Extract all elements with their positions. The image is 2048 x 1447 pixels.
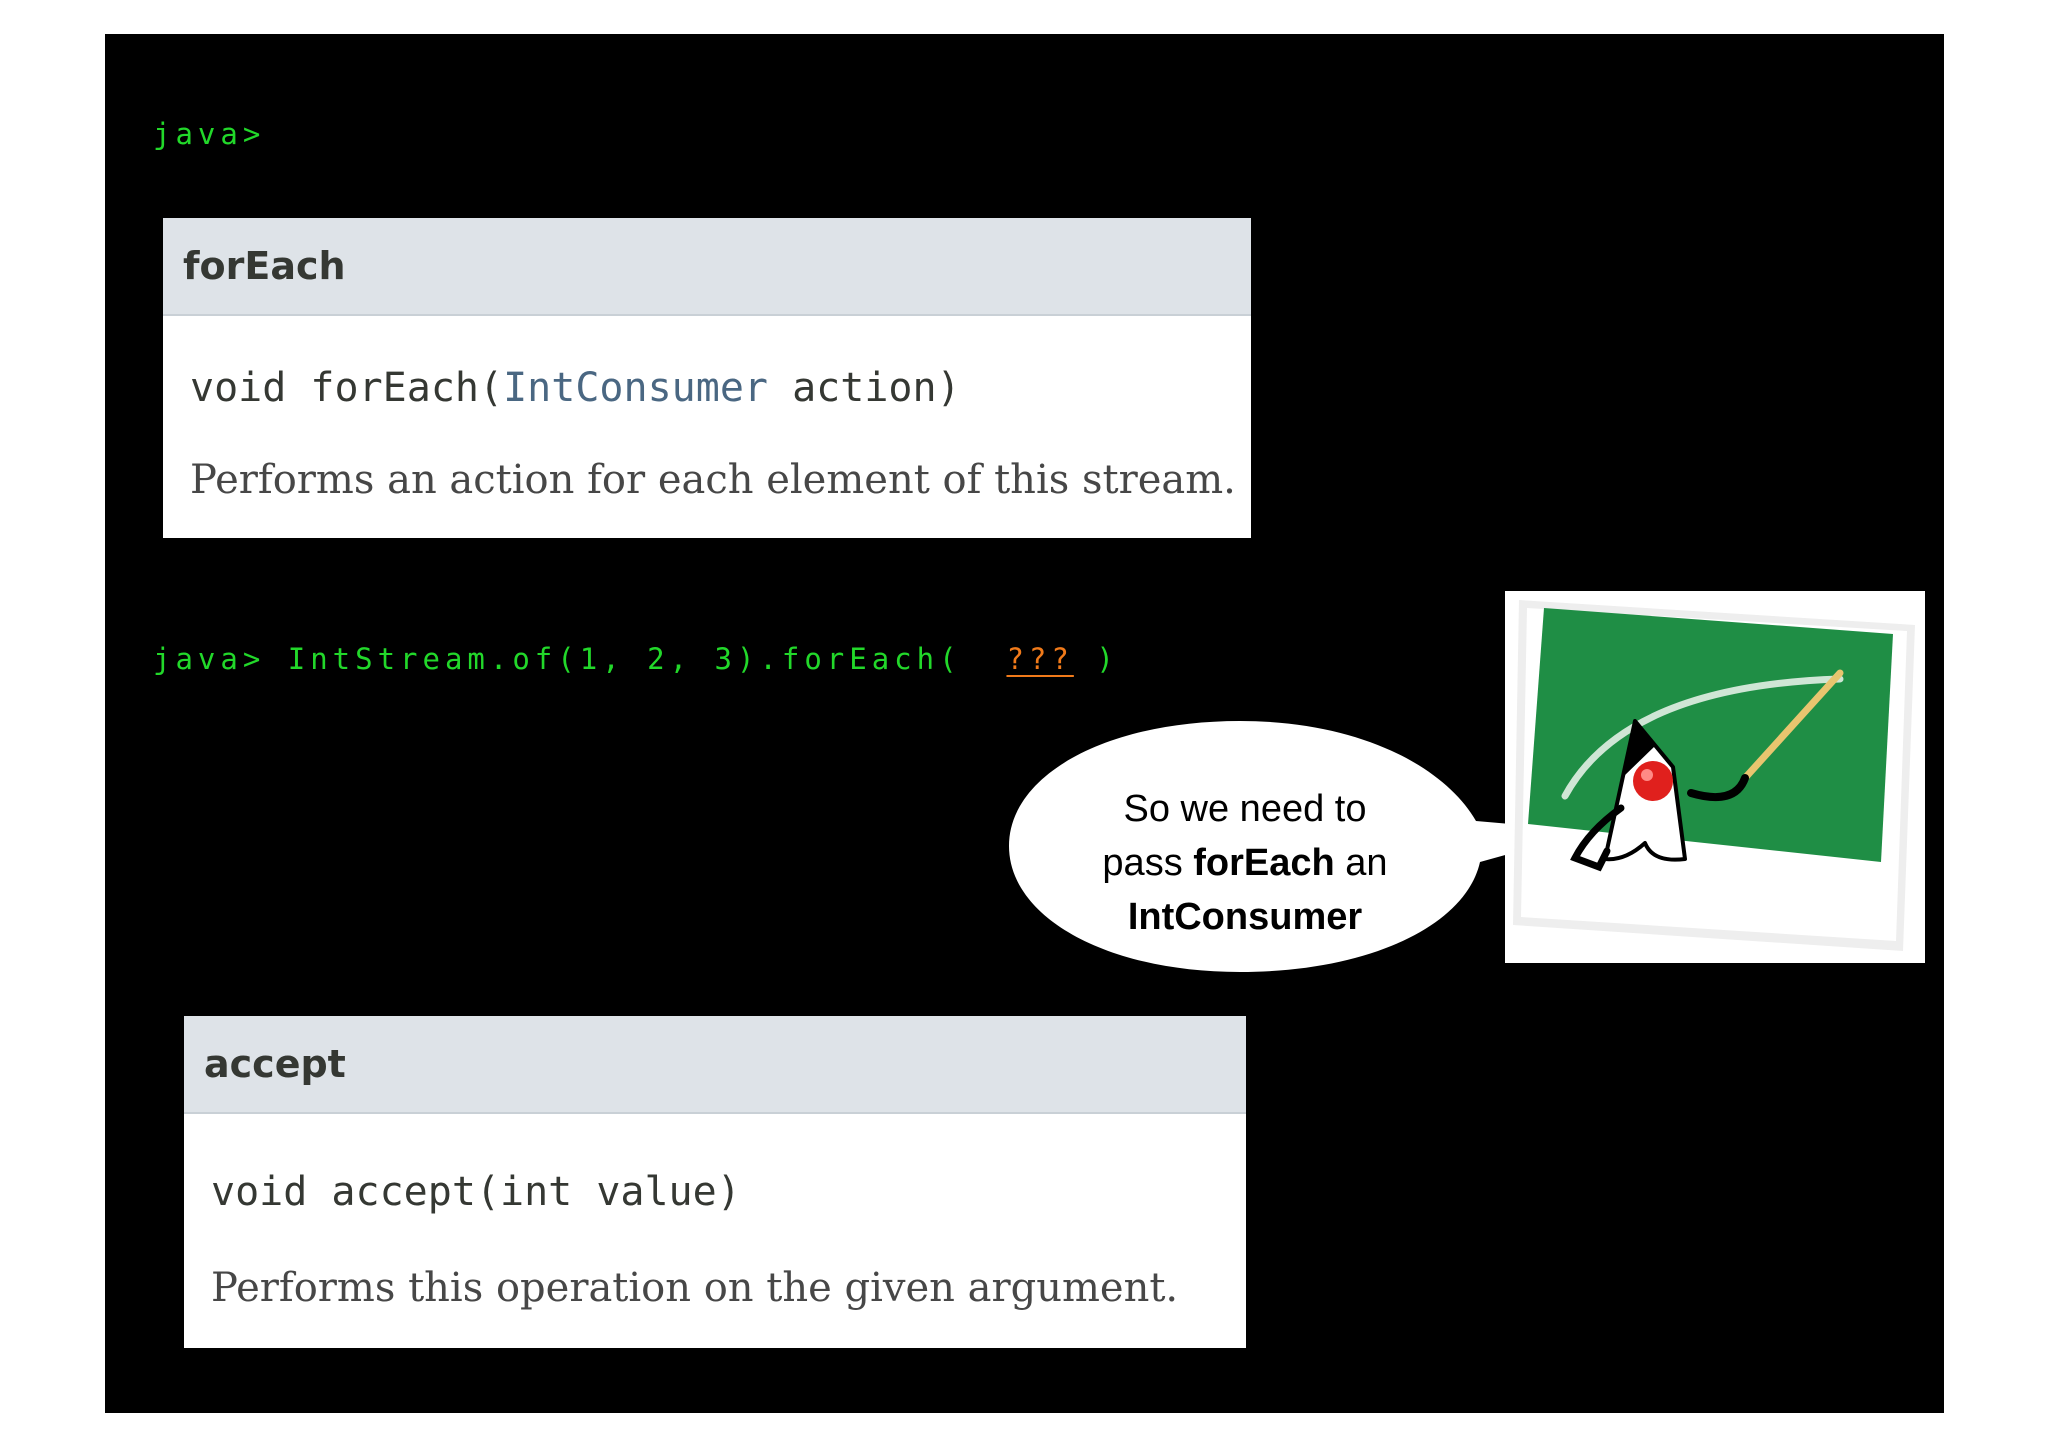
bubble-line-1: So we need to xyxy=(1123,788,1367,830)
accept-doc-body: void accept(int value) Performs this ope… xyxy=(184,1172,1246,1308)
duke-illustration xyxy=(1505,591,1925,963)
command-closing: ) xyxy=(1073,642,1119,676)
foreach-doc-body: void forEach(IntConsumer action) Perform… xyxy=(163,368,1251,500)
foreach-method-signature: void forEach(IntConsumer action) xyxy=(190,368,1251,408)
accept-description: Performs this operation on the given arg… xyxy=(211,1265,1179,1311)
speech-bubble-text: So we need to pass forEach an IntConsume… xyxy=(1080,782,1410,944)
duke-teaching-mascot-icon xyxy=(1513,600,1915,951)
foreach-doc-card: forEach void forEach(IntConsumer action)… xyxy=(163,218,1251,538)
foreach-doc-title: forEach xyxy=(163,218,1251,316)
slide: java> forEach void forEach(IntConsumer a… xyxy=(105,34,1944,1413)
terminal-prompt: java> xyxy=(153,117,266,151)
accept-doc-title: accept xyxy=(184,1016,1246,1114)
accept-doc-card: accept void accept(int value) Performs t… xyxy=(184,1016,1246,1348)
signature-suffix: action) xyxy=(767,365,961,411)
argument-placeholder: ??? xyxy=(1006,642,1074,676)
foreach-description: Performs an action for each element of t… xyxy=(190,457,1236,503)
terminal-command-line: java> IntStream.of(1, 2, 3).forEach( ???… xyxy=(153,645,1119,674)
bubble-line-3: IntConsumer xyxy=(1080,890,1410,944)
foreach-emphasis: forEach xyxy=(1193,842,1335,884)
bubble-line-2: pass forEach an xyxy=(1102,842,1388,884)
accept-method-signature: void accept(int value) xyxy=(211,1169,741,1215)
intconsumer-type-link[interactable]: IntConsumer xyxy=(503,365,768,411)
speech-bubble-shape xyxy=(1009,721,1592,972)
speech-bubble: So we need to pass forEach an IntConsume… xyxy=(1000,712,1600,982)
intconsumer-emphasis: IntConsumer xyxy=(1127,896,1363,938)
command-text: java> IntStream.of(1, 2, 3).forEach( xyxy=(153,642,1007,676)
signature-prefix: void forEach( xyxy=(190,365,504,411)
